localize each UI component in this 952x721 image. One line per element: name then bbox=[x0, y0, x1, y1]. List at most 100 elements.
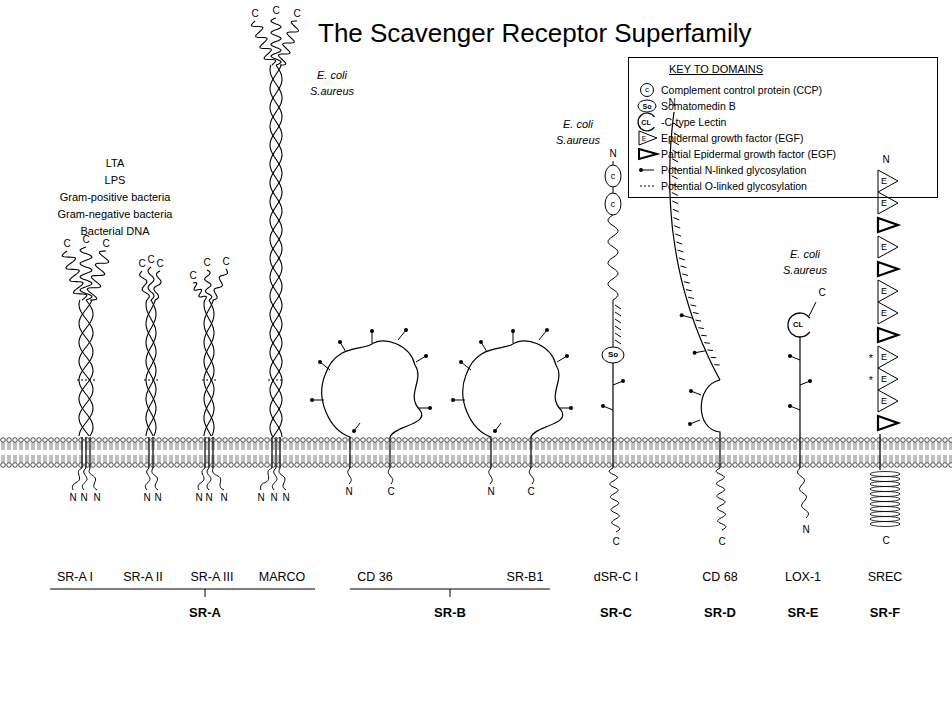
o-glycosylation-tick bbox=[707, 350, 713, 352]
helix-strand bbox=[270, 65, 282, 437]
stalk bbox=[608, 215, 618, 300]
diagram-label: E bbox=[881, 199, 887, 208]
diagram-label: C bbox=[527, 487, 534, 497]
ligand-label: S.aureus bbox=[556, 135, 600, 146]
diagram-label: C bbox=[156, 259, 163, 269]
diagram-label: CD 68 bbox=[702, 571, 737, 584]
o-glycosylation-tick bbox=[672, 176, 678, 179]
diagram-label: C bbox=[189, 271, 196, 281]
diagram-label: SR-A I bbox=[57, 571, 93, 584]
glycosylation-dot bbox=[424, 354, 428, 358]
partial-egf-domain bbox=[878, 328, 898, 342]
stalk bbox=[879, 434, 880, 470]
glycosylation-dot bbox=[788, 354, 792, 358]
glycosylation-dot bbox=[680, 313, 684, 317]
diagram-label: C bbox=[882, 536, 889, 546]
diagram-label: C bbox=[818, 288, 825, 298]
diagram-label: N bbox=[345, 487, 352, 497]
glycosylation-dot bbox=[459, 360, 463, 364]
o-glycosylation-tick bbox=[673, 209, 679, 212]
diagram-label: MARCO bbox=[259, 571, 306, 584]
diagram-label: E bbox=[642, 135, 647, 142]
srcr-domain bbox=[193, 283, 206, 300]
o-glycosylation-tick bbox=[673, 218, 679, 221]
diagram-label: CL bbox=[641, 119, 650, 126]
diagram-label: CD 36 bbox=[357, 571, 392, 584]
helix-strand bbox=[79, 300, 93, 436]
transmembrane-segment bbox=[85, 437, 86, 468]
stalk bbox=[613, 300, 614, 347]
glycosylation-dot bbox=[318, 360, 322, 364]
diagram-label: Gram-positive bacteria bbox=[60, 192, 171, 203]
extracellular-loop bbox=[322, 341, 422, 468]
cytoplasmic-coil bbox=[870, 482, 900, 487]
cytoplasmic-tail bbox=[82, 468, 87, 490]
diagram-label: C bbox=[147, 255, 154, 265]
diagram-label: C bbox=[63, 239, 70, 249]
o-glycosylation-tick bbox=[615, 333, 621, 337]
o-glycosylation-tick bbox=[686, 290, 692, 291]
diagram-label: C bbox=[138, 259, 145, 269]
cytoplasmic-coil bbox=[870, 507, 900, 512]
diagram-label: SR-A II bbox=[123, 571, 163, 584]
transmembrane-segment bbox=[148, 437, 149, 468]
diagram-label: C bbox=[272, 6, 279, 16]
diagram-label: N bbox=[69, 493, 76, 503]
lipid-bilayer bbox=[0, 437, 952, 468]
diagram-label: c bbox=[611, 200, 616, 209]
helix-strand bbox=[146, 300, 156, 436]
srcr-domain bbox=[148, 267, 154, 300]
diagram-label: C bbox=[203, 258, 210, 268]
diagram-label: SR-A III bbox=[190, 571, 233, 584]
srcr-domain bbox=[213, 269, 228, 300]
glycosylation-dot bbox=[693, 351, 697, 355]
cytoplasmic-tail bbox=[489, 468, 492, 484]
cytoplasmic-coil bbox=[870, 472, 900, 477]
diagram-label: N bbox=[609, 149, 616, 159]
diagram-label: So bbox=[643, 103, 652, 110]
o-glycosylation-tick bbox=[682, 274, 688, 276]
srcr-domain bbox=[154, 271, 161, 300]
o-glycosylation-tick bbox=[615, 305, 621, 309]
domain-boundary bbox=[202, 380, 216, 381]
o-glycosylation-tick bbox=[615, 319, 621, 323]
diagram-label: C bbox=[222, 257, 229, 267]
cytoplasmic-tail bbox=[272, 468, 277, 490]
srcr-domain bbox=[87, 251, 108, 300]
diagram-label: SR-F bbox=[870, 606, 900, 619]
somatomedin-domain bbox=[602, 347, 624, 363]
o-glycosylation-tick bbox=[674, 226, 680, 228]
o-glycosylation-tick bbox=[675, 234, 681, 236]
diagram-label: SR-E bbox=[787, 606, 818, 619]
diagram-label: CL bbox=[793, 321, 803, 329]
diagram-label: N bbox=[154, 493, 161, 503]
partial-lectin-domain bbox=[701, 380, 720, 468]
cytoplasmic-tail bbox=[213, 468, 224, 490]
partial-egf-domain bbox=[878, 262, 898, 276]
legend-symbol bbox=[639, 149, 657, 159]
diagram-label: Bacterial DNA bbox=[80, 226, 149, 237]
legend-entry: Epidermal growth factor (EGF) bbox=[661, 133, 803, 144]
diagram-label: C bbox=[612, 537, 619, 547]
o-glycosylation-tick bbox=[672, 193, 678, 196]
o-glycosylation-tick bbox=[615, 312, 621, 316]
glycosylation-dot bbox=[565, 354, 569, 358]
diagram-label: N bbox=[220, 493, 227, 503]
diagram-label: N bbox=[195, 493, 202, 503]
diagram-label: E bbox=[881, 375, 887, 384]
ligand-label: S.aureus bbox=[310, 86, 354, 97]
cytoplasmic-tail bbox=[716, 468, 726, 530]
helix-strand bbox=[204, 300, 214, 436]
transmembrane-segment bbox=[271, 437, 272, 468]
transmembrane-segment bbox=[275, 437, 276, 468]
glycosylation-dot bbox=[479, 340, 483, 344]
diagram-label: N bbox=[282, 493, 289, 503]
diagram-label: N bbox=[257, 493, 264, 503]
helix-strand bbox=[204, 300, 214, 436]
helix-strand bbox=[79, 300, 93, 436]
diagram-label: SR-B bbox=[434, 606, 466, 619]
diagram-label: N bbox=[80, 493, 87, 503]
transmembrane-segment bbox=[152, 437, 153, 468]
egf-domain bbox=[878, 236, 898, 258]
